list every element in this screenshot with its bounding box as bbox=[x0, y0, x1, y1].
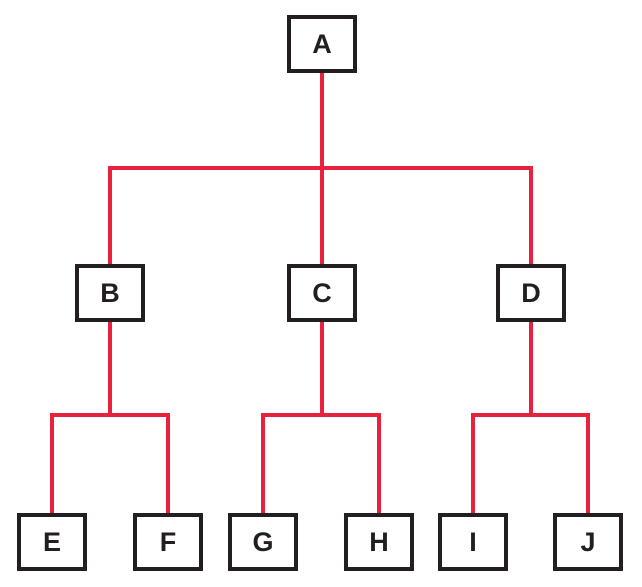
connector-drop-i bbox=[471, 413, 475, 514]
node-h-label: H bbox=[369, 526, 389, 557]
node-c-label: C bbox=[312, 277, 332, 308]
node-d: D bbox=[496, 264, 566, 322]
connector-stem-b bbox=[108, 320, 112, 417]
node-b-label: B bbox=[100, 277, 120, 308]
node-g: G bbox=[228, 513, 298, 571]
connector-drop-d bbox=[529, 166, 533, 264]
connector-drop-g bbox=[261, 413, 265, 514]
node-c: C bbox=[287, 264, 357, 322]
node-a: A bbox=[287, 15, 357, 73]
node-j-label: J bbox=[580, 526, 596, 557]
node-d-label: D bbox=[521, 277, 541, 308]
connector-stem-d bbox=[529, 320, 533, 417]
connector-drop-f bbox=[166, 413, 170, 514]
node-h: H bbox=[344, 513, 414, 571]
node-j: J bbox=[553, 513, 623, 571]
connector-drop-c bbox=[320, 166, 324, 264]
connector-stem-a bbox=[320, 73, 324, 170]
connector-bus-b-children bbox=[50, 413, 170, 417]
node-f-label: F bbox=[159, 526, 177, 557]
node-g-label: G bbox=[252, 526, 274, 557]
connector-drop-b bbox=[108, 166, 112, 264]
connector-bus-c-children bbox=[261, 413, 381, 417]
node-e-label: E bbox=[42, 526, 61, 557]
connector-stem-c bbox=[320, 320, 324, 417]
node-i: I bbox=[438, 513, 508, 571]
connector-drop-h bbox=[377, 413, 381, 514]
node-b: B bbox=[75, 264, 145, 322]
node-f: F bbox=[133, 513, 203, 571]
node-i-label: I bbox=[469, 526, 477, 557]
node-e: E bbox=[17, 513, 87, 571]
connector-drop-j bbox=[586, 413, 590, 514]
node-a-label: A bbox=[312, 28, 332, 59]
connector-drop-e bbox=[50, 413, 54, 514]
connector-bus-d-children bbox=[471, 413, 590, 417]
